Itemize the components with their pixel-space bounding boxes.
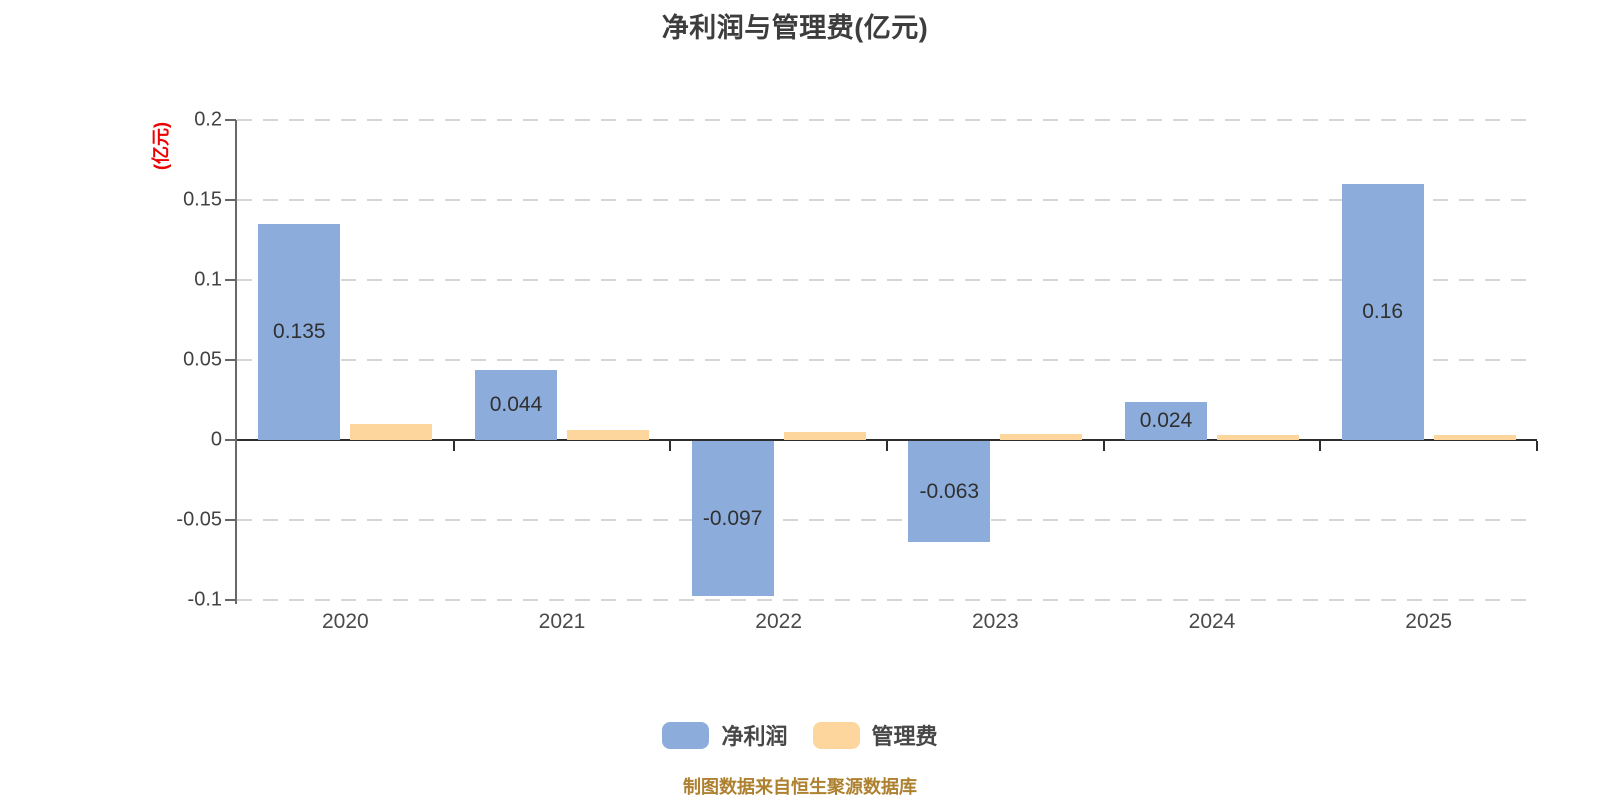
x-axis-label-2025: 2025 <box>1405 610 1453 633</box>
bar-管理费-2020 <box>350 424 433 440</box>
legend-item-net-profit[interactable]: 净利润 <box>662 719 788 751</box>
bar-管理费-2022 <box>783 432 866 440</box>
y-axis-tick-label: -0.05 <box>176 508 222 531</box>
x-axis-label-2024: 2024 <box>1188 610 1236 633</box>
source-note: 制图数据来自恒生聚源数据库 <box>683 777 917 797</box>
x-axis-label-2022: 2022 <box>755 610 803 633</box>
zero-line <box>237 439 1537 441</box>
bar-净利润-2023 <box>908 441 991 542</box>
bar-value-label: -0.063 <box>919 479 980 503</box>
bar-管理费-2025 <box>1433 435 1516 440</box>
bar-value-label: 0.135 <box>273 320 326 343</box>
bar-管理费-2021 <box>567 430 649 440</box>
y-axis-tick <box>225 599 236 601</box>
y-axis-tick-label: 0.1 <box>194 268 222 291</box>
x-axis-label-2020: 2020 <box>321 610 369 633</box>
bar-管理费-2023 <box>1000 434 1083 440</box>
bar-管理费-2024 <box>1217 435 1299 440</box>
bar-净利润-2020 <box>258 224 341 440</box>
chart-title: 净利润与管理费(亿元) <box>661 13 929 43</box>
y-axis-tick-label: 0.15 <box>183 188 222 211</box>
bar-净利润-2025 <box>1341 184 1424 440</box>
bar-value-label: -0.097 <box>702 506 763 530</box>
bar-净利润-2024 <box>1125 402 1207 440</box>
gridline <box>237 119 1537 121</box>
y-axis-tick <box>225 439 236 441</box>
bar-value-label: 0.16 <box>1362 300 1404 323</box>
bar-净利润-2022 <box>691 441 774 596</box>
legend-label-net-profit: 净利润 <box>721 724 788 749</box>
y-axis-tick <box>225 279 236 281</box>
x-axis-tick <box>886 441 888 451</box>
y-axis-tick <box>225 519 236 521</box>
legend: 净利润 管理费 <box>0 719 1600 751</box>
y-axis-tick-label: 0 <box>210 428 222 451</box>
y-axis-tick <box>225 359 236 361</box>
x-axis-tick <box>1319 441 1322 451</box>
x-axis-tick <box>1102 441 1105 451</box>
y-axis-tick-label: -0.1 <box>187 588 222 611</box>
x-axis-label-2023: 2023 <box>971 610 1019 633</box>
gridline <box>237 359 1537 361</box>
gridline <box>237 599 1537 601</box>
x-axis-label-2021: 2021 <box>538 610 586 633</box>
net-profit-swatch-icon <box>662 721 710 749</box>
y-axis-tick <box>225 119 236 121</box>
y-axis-tick <box>225 199 236 201</box>
x-axis-tick <box>669 441 672 451</box>
gridline <box>237 519 1537 521</box>
gridline <box>237 199 1537 201</box>
bar-value-label: 0.024 <box>1139 409 1193 432</box>
x-axis-tick <box>452 441 455 451</box>
mgmt-fee-swatch-icon <box>812 721 860 749</box>
y-axis-tick-label: 0.05 <box>183 348 222 371</box>
bar-value-label: 0.044 <box>489 393 543 416</box>
bar-净利润-2021 <box>475 370 557 440</box>
y-axis-line <box>235 120 237 604</box>
y-axis-tick-label: 0.2 <box>194 108 222 131</box>
x-axis-tick <box>1536 441 1538 451</box>
legend-label-mgmt-fee: 管理费 <box>871 724 938 749</box>
gridline <box>237 279 1537 281</box>
legend-item-mgmt-fee[interactable]: 管理费 <box>812 719 938 751</box>
